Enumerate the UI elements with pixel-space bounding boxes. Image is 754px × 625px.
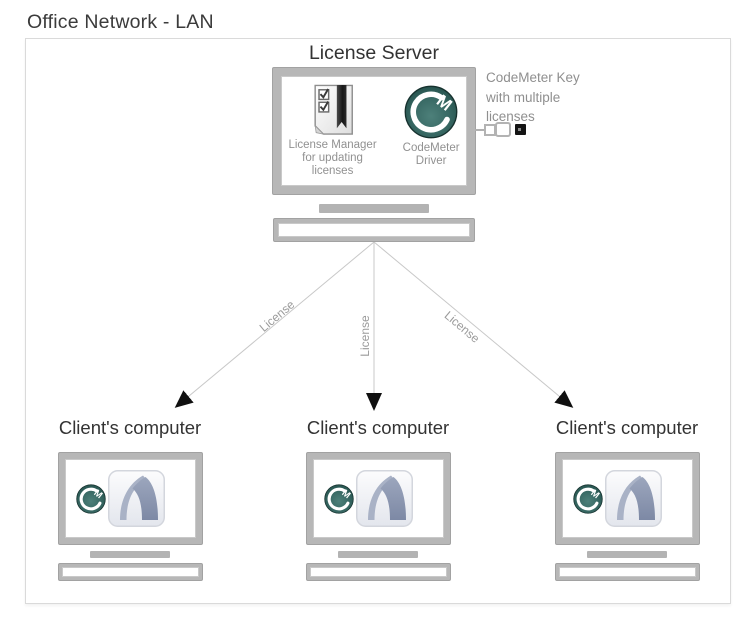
archicad-icon [108,470,165,527]
codemeter-driver-app: CodeMeter Driver [403,84,460,168]
server-monitor-stand [319,204,429,213]
client-computer-left: Client's computer [45,415,215,581]
client-monitor [57,452,203,545]
client-monitor-stand [338,551,418,558]
client-monitor-stand [587,551,667,558]
codemeter-key-label: CodeMeter Key with multiple licenses [486,68,580,127]
client-keyboard [57,563,203,581]
codemeter-icon [573,484,603,514]
license-link-label-middle: License [358,315,372,357]
codemeter-key-label-line: with multiple [486,89,561,105]
license-manager-app: License Manager for updating licenses [288,84,377,178]
codemeter-key-label-line: CodeMeter Key [486,70,580,85]
client-label: Client's computer [58,417,202,438]
codemeter-driver-caption-line: Driver [415,155,447,167]
usb-dongle-tip [515,124,526,135]
client-monitor [554,452,700,545]
codemeter-icon [76,484,106,514]
license-server-title: License Server [308,42,440,64]
archicad-icon [356,470,413,527]
license-manager-caption: License Manager for updating licenses [288,139,376,178]
license-manager-caption-line: licenses [311,165,354,177]
client-computer-right: Client's computer [542,415,712,581]
client-label: Client's computer [555,417,699,438]
license-server-screen: License Manager for updating licenses Co… [281,76,467,186]
usb-dongle-body [495,122,511,137]
usb-dongle-connector [475,129,485,131]
client-monitor [305,452,451,545]
license-manager-caption-line: License Manager [288,139,377,151]
page-title: Office Network - LAN [27,11,214,33]
codemeter-driver-caption-line: CodeMeter [402,142,460,154]
codemeter-driver-caption: CodeMeter Driver [403,142,460,168]
client-screen [561,459,693,538]
client-keyboard [554,563,700,581]
server-keyboard [273,218,475,242]
codemeter-icon [324,484,354,514]
client-keyboard [305,563,451,581]
codemeter-key-label-line: licenses [486,109,535,124]
client-monitor-stand [90,551,170,558]
client-label: Client's computer [306,417,450,438]
client-screen [312,459,444,538]
license-manager-icon [309,84,356,136]
client-screen [64,459,196,538]
codemeter-icon [404,85,458,139]
client-computer-middle: Client's computer [293,415,463,581]
license-manager-caption-line: for updating [302,152,363,164]
archicad-icon [605,470,662,527]
license-server-monitor: License Manager for updating licenses Co… [272,67,476,195]
